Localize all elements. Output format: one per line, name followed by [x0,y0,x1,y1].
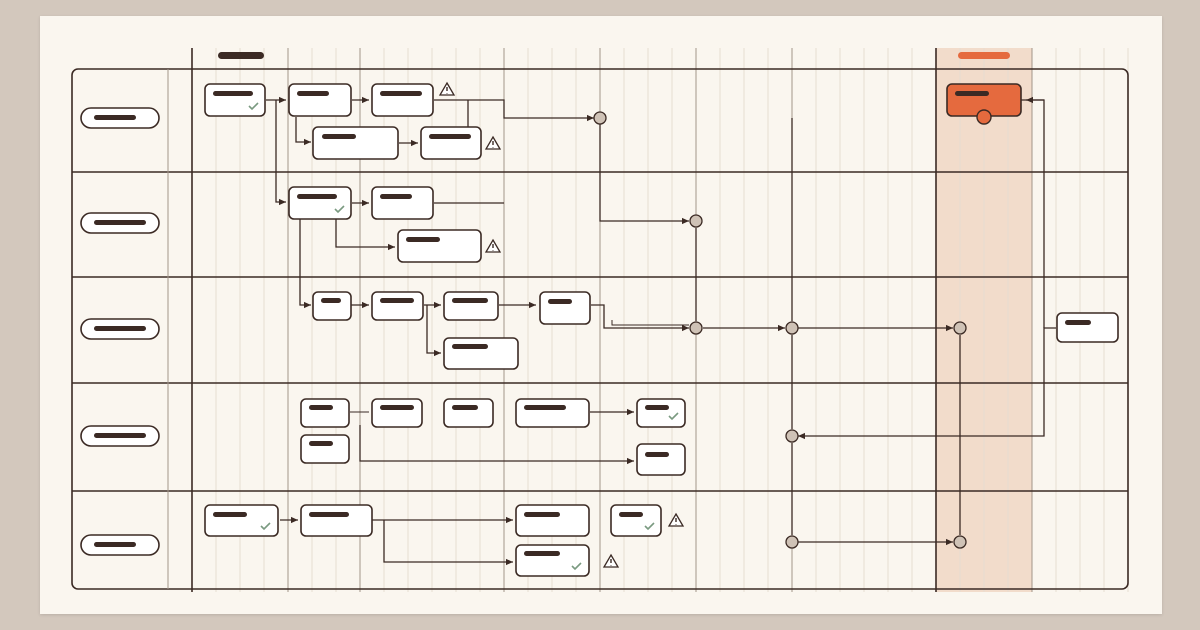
warning-icon [484,238,502,253]
check-icon [668,412,679,421]
milestone-node[interactable] [689,214,703,228]
task-node[interactable] [515,504,590,537]
warning-icon [484,135,502,150]
task-node[interactable] [610,504,662,537]
task-node[interactable] [539,291,591,325]
task-node[interactable] [204,83,266,117]
task-node[interactable] [443,291,499,321]
milestone-node[interactable] [689,321,703,335]
task-node[interactable] [397,229,482,263]
task-node[interactable] [312,126,399,160]
task-node[interactable] [636,443,686,476]
task-node[interactable] [371,398,423,428]
task-node[interactable] [443,398,494,428]
task-node[interactable] [636,398,686,428]
lane-header-3[interactable] [80,318,160,340]
lane-header-4[interactable] [80,425,160,447]
milestone-node[interactable] [785,321,799,335]
warning-icon [438,81,456,96]
task-node[interactable] [300,504,373,537]
task-node[interactable] [312,291,352,321]
task-node[interactable] [1056,312,1119,343]
task-node[interactable] [371,186,434,220]
check-icon [644,522,655,531]
milestone-node[interactable] [785,535,799,549]
check-icon [248,102,259,111]
task-node[interactable] [420,126,482,160]
dependency-connectors [266,96,1056,566]
task-node[interactable] [288,83,352,117]
milestone-node[interactable] [785,429,799,443]
lane-header-2[interactable] [80,212,160,234]
task-node[interactable] [204,504,279,537]
lane-header-5[interactable] [80,534,160,556]
warning-icon [602,553,620,568]
task-node[interactable] [300,434,350,464]
timeline-sheet [40,16,1162,614]
task-node[interactable] [515,398,590,428]
highlighted-task-node[interactable] [946,83,1022,125]
task-node[interactable] [371,291,424,321]
task-node[interactable] [371,83,434,117]
current-column-header-marker [958,52,1010,59]
lane-header-1[interactable] [80,107,160,129]
check-icon [260,522,271,531]
swimlane-timeline-diagram [71,48,1129,592]
task-node[interactable] [443,337,519,370]
warning-icon [667,512,685,527]
check-icon [334,205,345,214]
milestone-node[interactable] [953,321,967,335]
task-node[interactable] [288,186,352,220]
check-icon [571,562,582,571]
milestone-node[interactable] [593,111,607,125]
task-node[interactable] [515,544,590,577]
milestone-node[interactable] [953,535,967,549]
task-node[interactable] [300,398,350,428]
column-header-marker [218,52,264,59]
